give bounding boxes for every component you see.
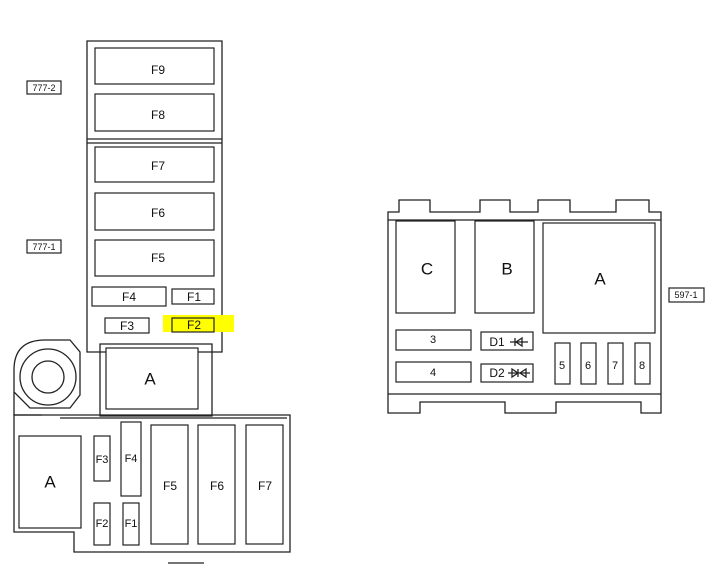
lower-fuse-f6: F6 — [197, 424, 236, 545]
diode-d2-label: D2 — [489, 366, 505, 380]
lower-fuse-f1: F1 — [122, 502, 140, 546]
connector-597-1: 597-1 — [668, 287, 705, 303]
fuse-f6-label: F6 — [151, 206, 165, 220]
diode-d1-symbol-icon — [510, 336, 528, 348]
diode-d2: D2 — [480, 363, 534, 383]
relay-b-label: B — [501, 260, 512, 279]
lower-fuse-box: A F3 F4 F2 F1 F5 F6 F7 — [13, 414, 291, 564]
fuse-f6: F6 — [94, 192, 215, 231]
lower-fuse-f4: F4 — [120, 421, 142, 497]
connector-777-2: 777-2 — [26, 80, 62, 95]
relay-b: B — [474, 220, 535, 314]
fuse-8: 8 — [634, 342, 651, 385]
fuse-5-label: 5 — [559, 360, 565, 372]
relay-a-upper: A — [105, 347, 199, 410]
lower-fuse-f5-label: F5 — [163, 479, 177, 493]
fuse-f8: F8 — [94, 93, 215, 132]
lower-fuse-f7: F7 — [245, 424, 284, 545]
connector-777-1-label: 777-1 — [32, 242, 55, 252]
lower-fuse-f1-label: F1 — [125, 518, 138, 530]
relay-a-right: A — [542, 222, 656, 334]
fuse-8-label: 8 — [639, 360, 645, 372]
relay-box: C B A 3 4 D1 D2 — [387, 199, 662, 414]
connector-777-1: 777-1 — [26, 239, 62, 254]
fuse-f9: F9 — [94, 47, 215, 85]
fuse-f7: F7 — [94, 146, 215, 183]
lower-fuse-f7-label: F7 — [258, 479, 272, 493]
fuse-f5: F5 — [94, 239, 215, 277]
fuse-7: 7 — [607, 342, 624, 385]
fuse-6: 6 — [580, 342, 597, 385]
fuse-f8-label: F8 — [151, 108, 165, 122]
lower-fuse-f5: F5 — [150, 424, 189, 545]
fuse-f5-label: F5 — [151, 251, 165, 265]
connector-777-2-label: 777-2 — [32, 83, 55, 93]
terminal-mount — [13, 339, 81, 416]
fuse-f4-label: F4 — [122, 290, 136, 304]
relay-a-right-label: A — [594, 270, 606, 289]
fuse-f7-label: F7 — [151, 159, 165, 173]
relay-a-upper-label: A — [144, 370, 156, 389]
diode-d1-label: D1 — [489, 335, 505, 349]
fuse-f2-label: F2 — [187, 318, 201, 332]
upper-fuse-box: F9 F8 F7 F6 F5 F4 F1 F3 — [86, 40, 234, 417]
connector-597-1-label: 597-1 — [674, 290, 697, 300]
relay-c-label: C — [421, 260, 433, 279]
fuse-4-label: 4 — [430, 367, 436, 379]
fuse-f3-label: F3 — [120, 319, 134, 333]
diode-d2-symbol-icon — [508, 367, 530, 379]
lower-fuse-f3: F3 — [93, 435, 111, 482]
fuse-3-label: 3 — [430, 334, 436, 346]
lower-fuse-f3-label: F3 — [96, 454, 109, 466]
fuse-f4: F4 — [91, 286, 167, 307]
relay-a-lower-label: A — [44, 473, 56, 492]
fuse-f3: F3 — [104, 317, 150, 334]
fuse-f2-highlighted: F2 — [163, 315, 234, 333]
fuse-f1: F1 — [171, 288, 215, 305]
lower-fuse-f6-label: F6 — [210, 479, 224, 493]
lower-fuse-f4-label: F4 — [125, 453, 138, 465]
lower-fuse-f2: F2 — [93, 502, 111, 546]
relay-a-lower: A — [18, 435, 82, 529]
fuse-7-label: 7 — [612, 360, 618, 372]
relay-c: C — [395, 220, 456, 314]
lower-fuse-f2-label: F2 — [96, 518, 109, 530]
fuse-3: 3 — [395, 329, 472, 351]
fuse-6-label: 6 — [585, 360, 591, 372]
fuse-4: 4 — [395, 361, 472, 383]
fuse-f9-label: F9 — [151, 63, 165, 77]
diode-d1: D1 — [480, 331, 534, 351]
fuse-f1-label: F1 — [187, 290, 201, 304]
fuse-5: 5 — [554, 342, 571, 385]
